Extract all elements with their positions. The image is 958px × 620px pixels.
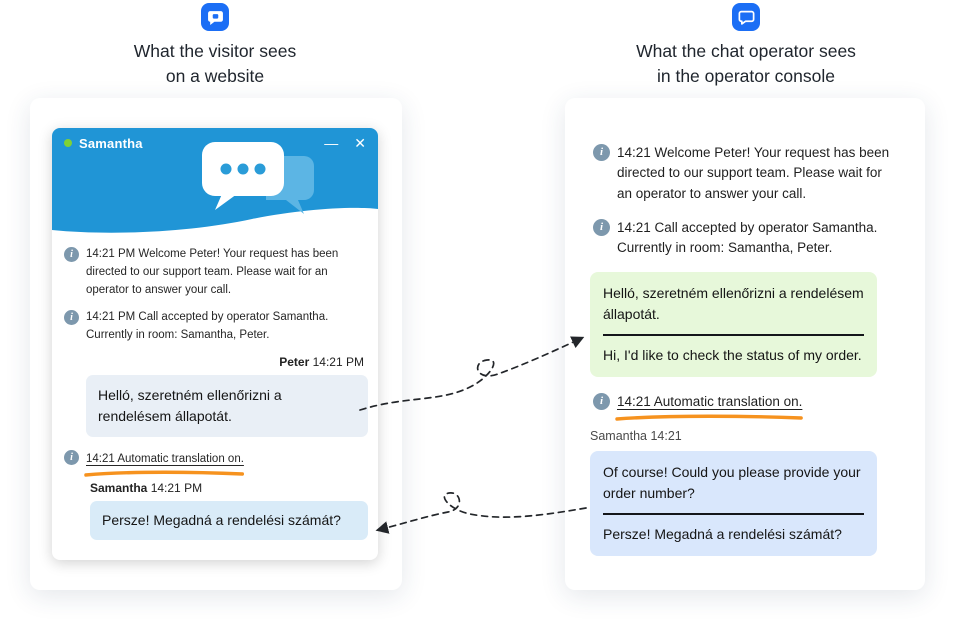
orange-marker-underline (615, 414, 803, 421)
system-message-text: 14:21 Call accepted by operator Samantha… (617, 219, 878, 255)
system-message-text: 14:21 PM Welcome Peter! Your request has… (86, 248, 339, 296)
close-icon[interactable]: ✕ (354, 135, 366, 151)
translation-divider (603, 334, 864, 337)
info-icon: i (593, 393, 610, 411)
info-icon: i (593, 144, 610, 161)
translation-note: 14:21 Automatic translation on. (84, 449, 245, 477)
info-icon-glyph: i (70, 249, 73, 260)
operator-console-messages: i 14:21 Welcome Peter! Your request has … (565, 98, 925, 556)
chat-bubbles-illustration (202, 142, 314, 214)
info-icon: i (64, 450, 79, 466)
info-icon-glyph: i (599, 395, 604, 408)
visitor-column-header: What the visitor sees on a website (65, 0, 365, 89)
system-message-text: 14:21 Welcome Peter! Your request has be… (617, 145, 890, 201)
orange-marker-underline (84, 470, 245, 477)
operator-message-meta: Samantha 14:21 PM (90, 481, 368, 495)
operator-title-line2: in the operator console (656, 66, 836, 86)
chat-widget: Samantha — ✕ (52, 128, 378, 560)
minimize-icon[interactable]: — (324, 135, 339, 151)
sender-name: Peter (279, 355, 310, 370)
original-text: Of course! Could you please provide your… (603, 463, 861, 501)
system-message-translation-on: i 14:21 Automatic translation on. (593, 392, 895, 421)
visitor-panel: Samantha — ✕ (30, 98, 402, 590)
header-wave (52, 207, 378, 235)
system-message-translation-on: i 14:21 Automatic translation on. (64, 449, 368, 477)
sent-time: 14:21 PM (150, 480, 203, 495)
system-message-text: 14:21 Automatic translation on. (617, 394, 803, 410)
operator-column-header: What the chat operator sees in the opera… (596, 0, 896, 89)
operator-message-meta: Samantha 14:21 (590, 428, 682, 443)
visitor-title-line2: on a website (165, 66, 265, 86)
system-message-call-accepted: i 14:21 PM Call accepted by operator Sam… (64, 309, 368, 345)
sent-time: 14:21 PM (312, 355, 364, 370)
visitor-column-title: What the visitor sees on a website (65, 39, 365, 89)
original-text: Helló, szeretném ellenőrizni a rendelése… (603, 285, 864, 323)
operator-panel: i 14:21 Welcome Peter! Your request has … (565, 98, 925, 590)
translated-text: Hi, I'd like to check the status of my o… (603, 347, 862, 364)
online-status-dot (64, 139, 72, 147)
info-icon-glyph: i (70, 312, 73, 324)
operator-app-icon (732, 3, 760, 31)
chat-bubble-icon (207, 10, 223, 25)
visitor-app-icon (201, 3, 229, 31)
chat-widget-hero: Samantha — ✕ (52, 128, 378, 235)
sender-name: Samantha (90, 480, 148, 495)
chat-widget-messages: i 14:21 PM Welcome Peter! Your request h… (52, 234, 378, 540)
visitor-translated-bubble: Helló, szeretném ellenőrizni a rendelése… (590, 272, 877, 378)
info-icon: i (593, 218, 610, 236)
chat-bubble-outline-icon (738, 10, 754, 25)
operator-column-title: What the chat operator sees in the opera… (596, 39, 896, 89)
info-icon-glyph: i (599, 146, 604, 158)
info-icon: i (64, 310, 79, 326)
translated-text: Persze! Megadná a rendelési számát? (603, 525, 842, 542)
system-message-text: 14:21 PM Call accepted by operator Saman… (86, 311, 329, 342)
system-message-text: 14:21 Automatic translation on. (86, 453, 244, 466)
translation-note: 14:21 Automatic translation on. (615, 392, 803, 421)
arrow-operator-to-visitor (375, 492, 587, 534)
window-controls: — ✕ (324, 136, 366, 150)
chat-widget-header: Samantha — ✕ (52, 128, 378, 158)
visitor-message-bubble: Helló, szeretném ellenőrizni a rendelése… (86, 375, 368, 438)
system-message-welcome: i 14:21 Welcome Peter! Your request has … (593, 143, 895, 204)
system-message-welcome: i 14:21 PM Welcome Peter! Your request h… (64, 246, 368, 299)
info-icon: i (64, 247, 79, 262)
visitor-title-line1: What the visitor sees (133, 41, 297, 61)
operator-translated-bubble: Of course! Could you please provide your… (590, 450, 877, 556)
info-icon-glyph: i (599, 220, 604, 233)
visitor-message-meta: Peter 14:21 PM (64, 355, 364, 369)
system-message-call-accepted: i 14:21 Call accepted by operator Samant… (593, 218, 895, 259)
info-icon-glyph: i (70, 452, 73, 464)
operator-reply-bubble: Persze! Megadná a rendelési számát? (90, 500, 368, 540)
translation-divider (603, 512, 864, 515)
operator-title-line1: What the chat operator sees (636, 41, 856, 61)
agent-name: Samantha (79, 135, 143, 151)
